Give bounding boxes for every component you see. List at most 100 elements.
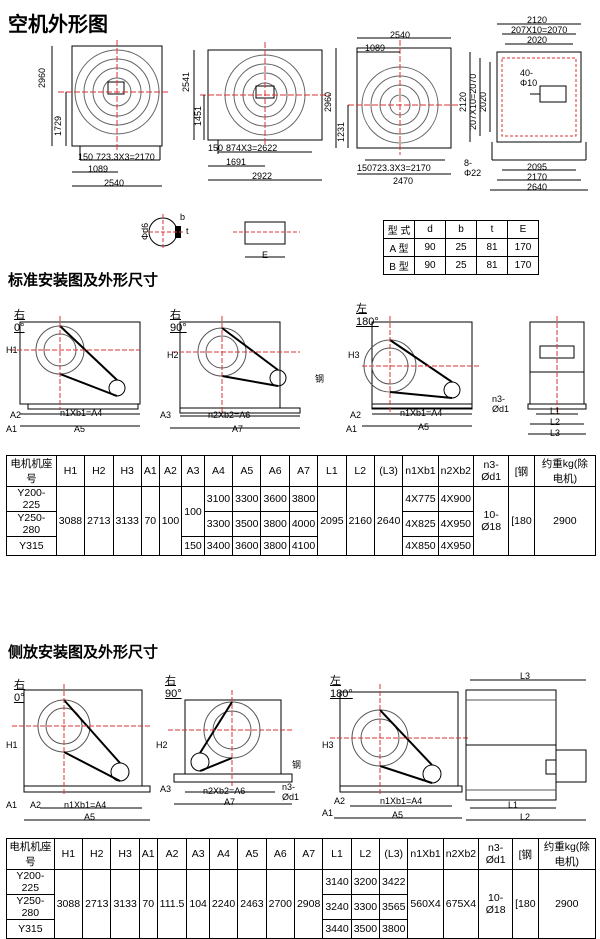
side-drawing-top [465,679,587,821]
table-cell: 2160 [345,486,375,556]
table-header: H3 [110,838,140,870]
table-cell: Y250-280 [6,511,57,537]
std-n1b: n1Xb1=A4 [400,408,443,418]
table-header: 约重kg(除电机) [533,455,597,487]
fig3-dim-b: 723.3X3=2170 [372,163,431,173]
side-n2: n2Xb2=A6 [203,786,246,796]
side-h2: H2 [156,740,168,750]
side-a5b: A5 [392,810,404,820]
side-a7: A7 [224,797,236,807]
fig4-h2: 207X10=2070 [468,73,478,130]
side-a1: A1 [6,800,18,810]
fig1-height: 2960 [37,67,47,88]
std-nd: n3-Ød1 [492,394,510,414]
table-cell: 100 [158,486,183,556]
side-h3: H3 [322,740,334,750]
fig2-dim-b: 874X3=2622 [226,143,278,153]
table-cell: 70 [140,486,160,556]
fig4-w2: 207X10=2070 [511,25,568,35]
key-cell: 81 [476,256,508,275]
fig2-top: 2541 [181,71,191,92]
side-nd: n3-Ød1 [282,782,300,802]
std-l2: L2 [550,417,561,427]
std-steel-label: 钢 [315,374,325,384]
std-n2: n2Xb2=A6 [208,410,251,420]
table-cell: 3500 [232,511,262,537]
table-cell: 2463 [237,869,267,939]
outline-figure-2 [193,42,330,181]
fig3-offset: 1089 [365,43,386,53]
fig1-inner-height: 1729 [53,115,63,136]
side-label-right90: 右90° [165,675,182,700]
table-header: L1 [322,838,352,870]
fig4-b1: 2095 [527,162,548,172]
table-header: n3-Ød1 [473,455,510,487]
table-header: A2 [156,838,188,870]
fig4-b2: 2170 [527,172,548,182]
table-header: A6 [265,838,295,870]
outline-figure-1 [51,40,170,187]
key-table-row: A 型 90 25 81 170 [383,238,539,257]
table-cell: 2900 [537,869,597,939]
std-a1b: A1 [346,424,358,434]
table-cell: 4X850 [402,536,439,556]
std-a5b: A5 [418,422,430,432]
table-cell: 3800 [260,511,290,537]
table-header: 约重kg(除电机) [537,838,597,870]
table-header: H2 [82,838,112,870]
table-header: 电机机座号 [6,455,57,487]
table-cell: 4000 [288,511,319,537]
table-cell: 3300 [350,894,381,920]
fig4-b3: 2640 [527,182,548,192]
table-header: A1 [140,455,160,487]
table-header: H2 [84,455,114,487]
fig2-width: 2922 [252,171,273,181]
table-cell: 3800 [379,919,409,939]
std-a5: A5 [74,424,86,434]
table-header: A4 [203,455,234,487]
table-cell: 2240 [208,869,239,939]
table-cell: 2908 [293,869,324,939]
key-table-row: B 型 90 25 81 170 [383,256,539,275]
fig1-dim-c: 1089 [88,164,109,174]
table-cell: [180 [512,869,539,939]
table-cell: 10-Ø18 [478,869,514,939]
table-cell: 150 [181,536,205,556]
side-a3: A3 [160,784,172,794]
key-cell: 25 [445,238,477,257]
table-cell: 3088 [53,869,84,939]
table-header: n2Xb2 [437,455,475,487]
side-a2b: A2 [334,796,346,806]
table-header: A3 [186,838,210,870]
table-cell: 3088 [55,486,86,556]
key-cell: B 型 [383,256,415,275]
table-header: H3 [112,455,142,487]
table-cell: 2713 [82,869,112,939]
table-header-row: 电机机座号 H1 H2 H3 A1 A2 A3 A4 A5 A6 A7 L1 L… [6,455,597,487]
table-header: (L3) [379,838,409,870]
key-cell: 81 [476,238,508,257]
key-cell: 170 [507,256,539,275]
table-header: 电机机座号 [6,838,55,870]
table-cell: 10-Ø18 [473,486,510,556]
table-cell: 3133 [112,486,142,556]
table-cell: 3100 [203,486,234,512]
fig4-h1: 2120 [458,91,468,112]
table-cell: 3200 [350,869,381,895]
table-cell: Y315 [6,536,57,556]
fig3-width: 2470 [393,176,414,186]
key-header-t: t [476,220,508,239]
std-label-left180: 左180° [356,303,379,328]
std-h2: H2 [167,350,179,360]
side-l3: L3 [520,671,531,681]
fig4-w1: 2120 [527,15,548,25]
table-header: n2Xb2 [442,838,480,870]
side-n1b: n1Xb1=A4 [380,796,423,806]
side-title: 侧放安装图及外形尺寸 [8,644,159,661]
table-row: Y250-280 3240 3300 3565 [6,894,596,920]
table-cell: 3600 [260,486,290,512]
table-cell: 675X4 [442,869,480,939]
key-cell: A 型 [383,238,415,257]
table-header: A7 [288,455,319,487]
side-a2: A2 [30,800,42,810]
